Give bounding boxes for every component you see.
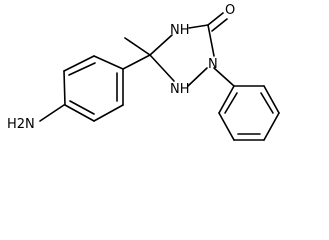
atom-label-n-phenyl: N [208, 57, 218, 72]
bond-c5-nh-top [149, 34, 173, 56]
bond-ring-to-c5 [122, 54, 151, 70]
atom-label-nh-top: NH [170, 23, 190, 38]
atom-label-oxygen: O [225, 3, 235, 18]
bond-ring2-f [218, 85, 235, 114]
bond-ring2-c [263, 112, 280, 141]
bond-ring-to-amine [39, 104, 65, 122]
bond-c3-n2 [207, 24, 215, 57]
bond-ring1-b [63, 55, 95, 72]
bond-carbonyl-a [207, 12, 224, 26]
bond-ring1-a [93, 55, 124, 70]
atom-label-nh-bottom: NH [170, 82, 190, 97]
bond-ring1-d [64, 104, 95, 122]
bond-n2-nh-bottom [187, 67, 208, 87]
bond-ring1-b-inner [68, 62, 96, 76]
bond-ring2-e [218, 112, 235, 141]
bond-ring2-b [263, 85, 280, 114]
atom-label-amine: H2N [7, 117, 35, 132]
bond-nh-top-c3 [188, 24, 209, 29]
atom-labels: NH O N NH H2N [7, 3, 235, 132]
bond-nh-bottom-c5 [149, 54, 175, 82]
bond-ring2-b-inner [260, 92, 274, 114]
bond-ring1-d-inner [69, 100, 95, 115]
chemical-structure-diagram: NH O N NH H2N [7, 3, 280, 141]
bond-ring1-c [63, 70, 66, 106]
bond-ring1-e [93, 104, 124, 122]
bond-ring2-f-inner [224, 92, 238, 114]
bond-lines [39, 12, 280, 141]
bond-n2-to-phenyl [213, 67, 235, 87]
bond-carbonyl-b [211, 18, 228, 32]
bond-methyl [124, 37, 151, 56]
